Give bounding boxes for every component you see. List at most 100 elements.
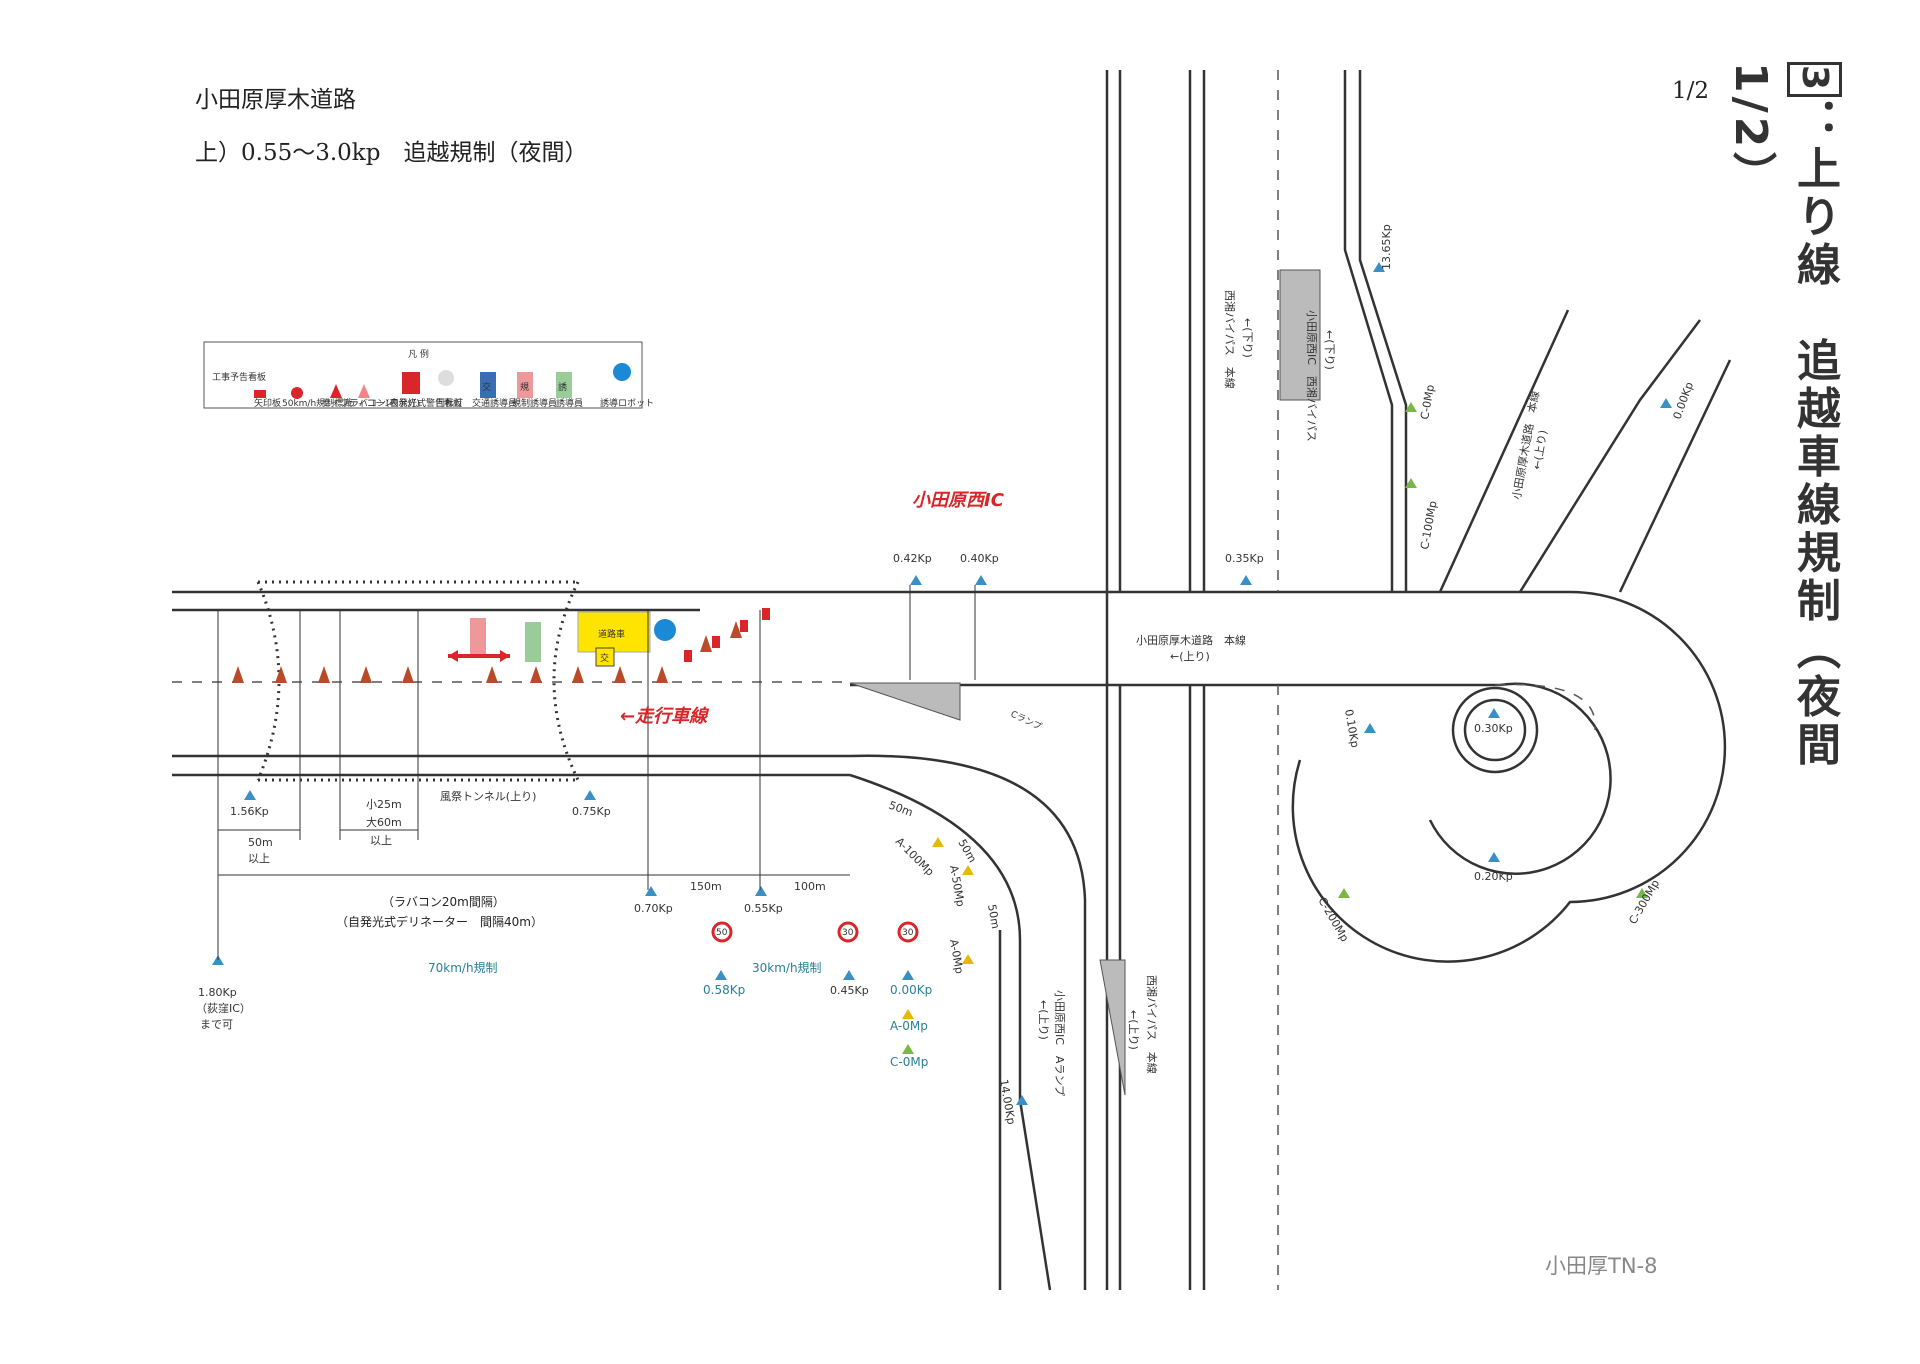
- legend-item-1: 矢印板: [254, 397, 281, 409]
- hatch-gore-3: [1099, 959, 1126, 1096]
- kp-label-7: 0.10Kp: [1342, 708, 1362, 748]
- cone: [232, 666, 244, 683]
- legend-item-3: セイフティコーン: [322, 398, 393, 409]
- arrow-board: [740, 620, 748, 632]
- kp-label-9: 0.20Kp: [1474, 870, 1513, 883]
- kp-marker-icon: [843, 970, 855, 980]
- road-label-mainline: 小田原厚木道路 本線: [1136, 633, 1246, 647]
- dim-50m: 50m: [248, 836, 273, 849]
- kp-label-20: A-0Mp: [890, 1019, 928, 1033]
- kp-label-16: 1.80Kp: [198, 986, 237, 999]
- loop-inner: [1428, 682, 1612, 875]
- mp-markers-yellow: [902, 837, 974, 1019]
- kp-marker-icon: [1373, 262, 1385, 272]
- dim-50m-c: 50m: [985, 903, 1002, 930]
- legend-cone-icon: [330, 384, 342, 398]
- kp-marker-icon: [975, 575, 987, 585]
- kp-label-14: 0.70Kp: [634, 902, 673, 915]
- legend-robot-icon: [613, 363, 631, 381]
- legend-item-10: 誘導ロボット: [600, 397, 654, 409]
- legend-traffic-guard-icon: [480, 372, 496, 398]
- legend-guide-icon: [556, 372, 572, 398]
- note-rubber-cone: （ラバコン20m間隔）: [382, 895, 505, 909]
- cone: [402, 666, 414, 683]
- loop-outer: [1291, 590, 1727, 963]
- kp-label-11: C-300Mp: [1626, 877, 1662, 926]
- cone: [730, 621, 742, 638]
- cone: [486, 666, 498, 683]
- work-vehicle: [577, 611, 651, 653]
- diag-ramp-2: [1438, 309, 1570, 593]
- speed-signs: 50 30 30: [711, 921, 919, 943]
- c-ramp-outer: [1343, 70, 1394, 592]
- legend-item-8: 規制誘導員: [512, 397, 557, 409]
- kp-label-6: C-100Mp: [1418, 500, 1439, 551]
- kp-marker-icon: [645, 886, 657, 896]
- mp-marker-icon: [1405, 478, 1417, 488]
- speed-sign-30b-label: 30: [902, 928, 914, 938]
- cone: [572, 666, 584, 683]
- legend-item-9: 誘導員: [556, 397, 583, 409]
- kp-marker-icon: [902, 970, 914, 980]
- mp-markers-green: [902, 402, 1648, 1054]
- mp-marker-icon: [902, 1009, 914, 1019]
- kp-label-24: A-0Mp: [947, 938, 966, 974]
- legend-badge-ki: 規: [520, 382, 529, 393]
- traffic-badge-label: 交: [600, 652, 609, 664]
- road-label-ramp-a-dir: ←(上り): [1037, 1000, 1050, 1040]
- road-label-west-bypass-bottom: 西湘バイパス 本線: [1145, 975, 1159, 1074]
- kp-label-1: 0.40Kp: [960, 552, 999, 565]
- kp-label-15: 0.55Kp: [744, 902, 783, 915]
- kp-marker-icon: [1240, 575, 1252, 585]
- speed-sign-50-label: 50: [716, 928, 728, 938]
- loop-core-outer: [1451, 686, 1539, 774]
- legend-title: 凡 例: [408, 348, 429, 360]
- legend-item-7: 交通誘導員: [472, 397, 517, 409]
- kp-label-0: 0.42Kp: [893, 552, 932, 565]
- note-delineator: （自発光式デリネーター 間隔40m）: [336, 914, 543, 929]
- diag-ramp-3: [1618, 359, 1732, 593]
- mp-marker-icon: [902, 1044, 914, 1054]
- mp-marker-icon: [932, 837, 944, 847]
- legend-beacon-icon: [438, 370, 454, 386]
- kp-marker-icon: [1488, 708, 1500, 718]
- page-number: 1/2: [1672, 78, 1710, 104]
- kp-label-12: 1.56Kp: [230, 805, 269, 818]
- legend-reg-guard-icon: [517, 372, 533, 398]
- arrow-board: [762, 608, 770, 620]
- hatch-gore-1: [849, 682, 961, 721]
- legend-item-2: 50km/h規制標識: [282, 397, 352, 409]
- kp-label-13: 0.75Kp: [572, 805, 611, 818]
- kp-label-3: 13.65Kp: [1380, 224, 1393, 270]
- road-label-west-ramp-top: 小田原西IC 西湘バイパス: [1305, 310, 1319, 442]
- speed-sign-50: [711, 921, 733, 943]
- road-label-west-bypass-top: 西湘バイパス 本線: [1223, 290, 1237, 389]
- legend-warning-board-icon: [402, 372, 420, 394]
- note-limit30: 30km/h規制: [752, 960, 822, 975]
- a-ramp-outer: [849, 773, 1052, 1291]
- page-subtitle: 上）0.55〜3.0kp 追越規制（夜間）: [195, 140, 588, 166]
- tunnel-label: 風祭トンネル(上り): [440, 790, 536, 803]
- kp-label-23: A-50Mp: [947, 864, 967, 907]
- lane-label: ←走行車線: [620, 706, 710, 727]
- kp-marker-icon: [584, 790, 596, 800]
- dim-50m-a: 50m: [887, 799, 915, 820]
- kp-label-8: 0.30Kp: [1474, 722, 1513, 735]
- c-ramp-inner: [1358, 70, 1408, 592]
- kp-label-18: 0.45Kp: [830, 984, 869, 997]
- cone: [656, 666, 668, 683]
- legend-arrow-board-icon: [254, 390, 266, 398]
- legend-badge-yu: 誘: [558, 381, 567, 393]
- mp-marker-icon: [962, 954, 974, 964]
- side-title: 3：上り線 追越車線規制（夜間1/2）: [1725, 62, 1846, 782]
- cone-row: [232, 621, 742, 683]
- road-label-ramp-a: 小田原西IC Aランプ: [1053, 990, 1066, 1096]
- work-vehicle-label: 道路車: [598, 628, 625, 640]
- dim-100m: 100m: [794, 880, 826, 893]
- legend-speed-sign-icon: [291, 387, 303, 399]
- kp-label-2: 0.35Kp: [1225, 552, 1264, 565]
- side-title-text: ：上り線 追越車線規制（夜間1/2）: [1725, 62, 1840, 770]
- kp-label-10: C-200Mp: [1315, 895, 1351, 944]
- note-from-ic-2: まで可: [200, 1018, 233, 1031]
